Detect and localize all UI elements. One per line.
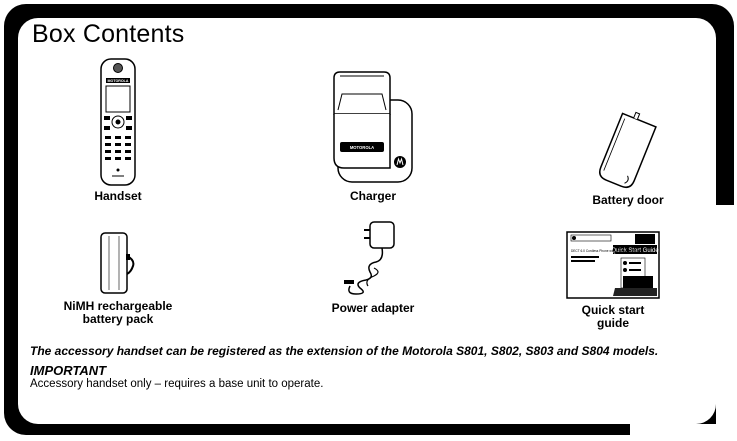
- charger-icon: MOTOROLA: [333, 71, 413, 183]
- handset-brand: MOTOROLA: [108, 79, 129, 83]
- important-heading: IMPORTANT: [30, 363, 107, 378]
- handset-item: MOTOROLA Handset: [78, 58, 158, 203]
- power-adapter-icon: [344, 221, 395, 295]
- handset-icon: MOTOROLA: [100, 58, 136, 186]
- handset-label: Handset: [94, 189, 142, 203]
- operate-note: Accessory handset only – requires a base…: [30, 378, 324, 390]
- page-content: Box Contents MOTOROLA Handset: [18, 18, 716, 424]
- battery-door-label: Battery door: [592, 193, 664, 207]
- power-adapter-label: Power adapter: [331, 301, 415, 315]
- battery-door-item: Battery door: [573, 108, 683, 207]
- charger-item: MOTOROLA Charger: [318, 70, 428, 203]
- battery-door-icon: [599, 111, 657, 189]
- charger-brand: MOTOROLA: [350, 145, 374, 150]
- quick-start-guide-label: Quick start guide: [581, 303, 645, 330]
- battery-pack-label: NiMH rechargeable battery pack: [63, 299, 173, 326]
- accessory-note: The accessory handset can be registered …: [30, 344, 659, 358]
- guide-subtitle: DECT 6.0 Cordless Phone with Answering S…: [571, 249, 643, 253]
- power-adapter-item: Power adapter: [318, 218, 428, 315]
- guide-heading: Quick Start Guide: [611, 248, 659, 254]
- charger-label: Charger: [349, 189, 396, 203]
- quick-start-guide-icon: Quick Start Guide DECT 6.0 Cordless Phon…: [566, 231, 660, 299]
- page-title: Box Contents: [32, 20, 185, 48]
- border-notch-right: [716, 205, 737, 441]
- battery-pack-item: NiMH rechargeable battery pack: [48, 230, 188, 326]
- border-notch-bottom: [630, 424, 737, 441]
- quick-start-guide-item: Quick Start Guide DECT 6.0 Cordless Phon…: [558, 230, 668, 330]
- battery-pack-icon: [100, 232, 135, 294]
